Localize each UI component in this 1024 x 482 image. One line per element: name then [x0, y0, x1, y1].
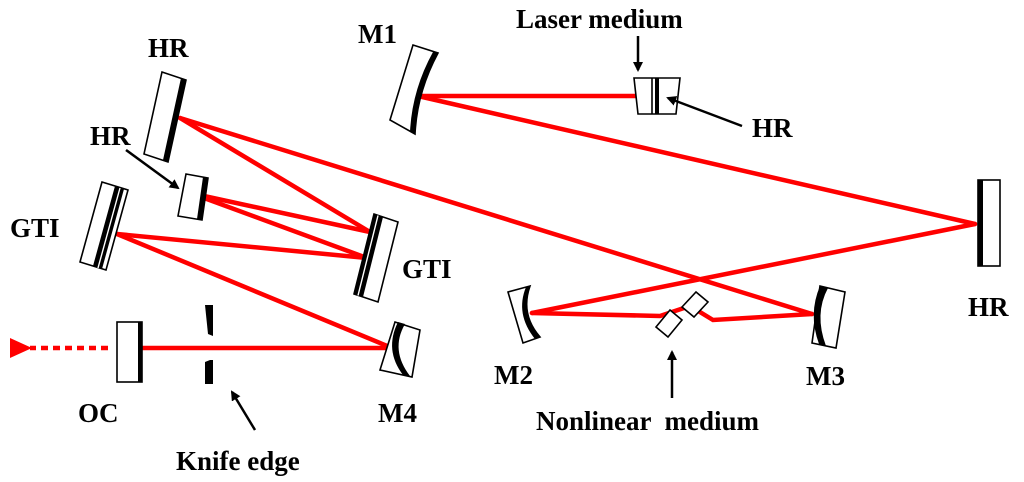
label-m2: M2 [494, 360, 533, 390]
mirror-hr-top-left [143, 70, 187, 164]
label-oc: OC [78, 398, 119, 428]
label-laser-medium: Laser medium [516, 4, 683, 34]
beam-m1-to-hr-right [415, 93, 978, 227]
label-hr-top-left: HR [148, 33, 189, 63]
beam-hr-right-to-m2 [529, 221, 978, 316]
mirror-m2 [507, 284, 542, 345]
nonlinear-medium-crystal [654, 290, 710, 339]
arrow-knife-edge [230, 390, 257, 431]
label-hr-laser: HR [752, 113, 793, 143]
pointer-arrows [125, 36, 743, 431]
mirror-gti-left [79, 180, 129, 272]
laser-medium-crystal [633, 77, 681, 115]
beam-m3-to-hr-top-left [177, 115, 815, 317]
beam-paths [9, 93, 978, 358]
beam-hr-top-left-to-gti-right [177, 115, 373, 235]
mirror-m1 [389, 43, 440, 136]
label-gti-right: GTI [402, 254, 452, 284]
label-hr-small: HR [90, 121, 131, 151]
beam-gti-right-to-hr-small-a [201, 193, 373, 235]
arrow-hr-small [125, 148, 180, 190]
mirror-m3 [811, 285, 846, 349]
label-hr-right: HR [968, 292, 1009, 322]
label-m1: M1 [358, 19, 397, 49]
mirror-hr-small [177, 173, 209, 221]
mirror-gti-right [353, 212, 399, 304]
label-m3: M3 [806, 361, 845, 391]
label-nonlinear-medium: Nonlinear medium [536, 406, 760, 436]
knife-edge-blades [205, 305, 213, 384]
beam-gti-left-to-m4 [114, 231, 395, 351]
arrow-hr-laser [666, 96, 743, 128]
label-knife-edge: Knife edge [176, 446, 300, 476]
mirror-m4 [378, 320, 421, 378]
label-gti-left: GTI [10, 213, 60, 243]
label-m4: M4 [378, 398, 417, 428]
mirror-hr-right [977, 179, 1001, 267]
beam-hr-small-to-gti-right-b [201, 195, 370, 261]
output-coupler [116, 321, 143, 383]
labels: Laser medium M1 HR HR GTI GTI HR HR M2 M… [10, 4, 1009, 476]
beam-gti-right-to-gti-left [114, 231, 370, 261]
